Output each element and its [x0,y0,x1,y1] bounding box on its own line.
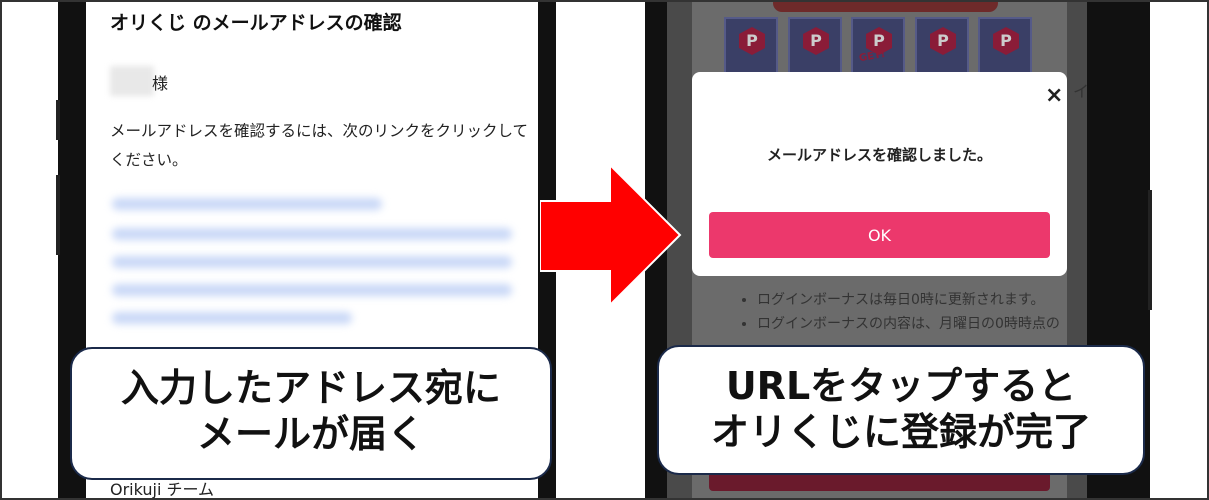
bonus-card: P [724,17,778,77]
caption-line: URLをタップすると [725,364,1077,408]
email-title: オリくじ のメールアドレスの確認 [110,12,402,34]
email-signature: Orikuji チーム [110,480,215,499]
point-icon: P [930,27,956,55]
right-arrow-icon [540,165,682,307]
close-icon[interactable]: × [1045,83,1064,108]
caption-line: 入力したアドレス宛に [120,366,501,410]
partial-text: イ [1073,82,1090,101]
caption-right: URLをタップすると オリくじに登録が完了 [657,345,1145,475]
email-body: メールアドレスを確認するには、次のリンクをクリックしてください。 [110,122,529,169]
caption-left: 入力したアドレス宛に メールが届く [70,347,552,480]
caption-line: メールが届く [196,412,425,456]
phone-side-button [56,175,60,255]
salutation-suffix: 様 [152,74,169,93]
bonus-card: P [915,17,969,77]
bonus-notes: ログインボーナスは毎日0時に更新されます。 ログインボーナスの内容は、月曜日の0… [735,288,1065,336]
period-banner [773,0,998,12]
bonus-note: ログインボーナスは毎日0時に更新されます。 [757,288,1065,312]
phone-side-button [1148,190,1152,310]
phone-side-button [56,100,60,140]
bonus-card: P [788,17,842,77]
modal-message: メールアドレスを確認しました。 [766,146,992,164]
point-icon: P [739,27,765,55]
bonus-card: P [978,17,1032,77]
caption-line: オリくじに登録が完了 [710,410,1091,454]
point-icon: P [803,27,829,55]
blurred-recipient-name [110,66,154,96]
point-icon: P [993,27,1019,55]
ok-button[interactable]: OK [709,212,1050,258]
bonus-note: ログインボーナスの内容は、月曜日の0時時点の [757,312,1065,336]
get-stamp: GET! [858,48,887,65]
